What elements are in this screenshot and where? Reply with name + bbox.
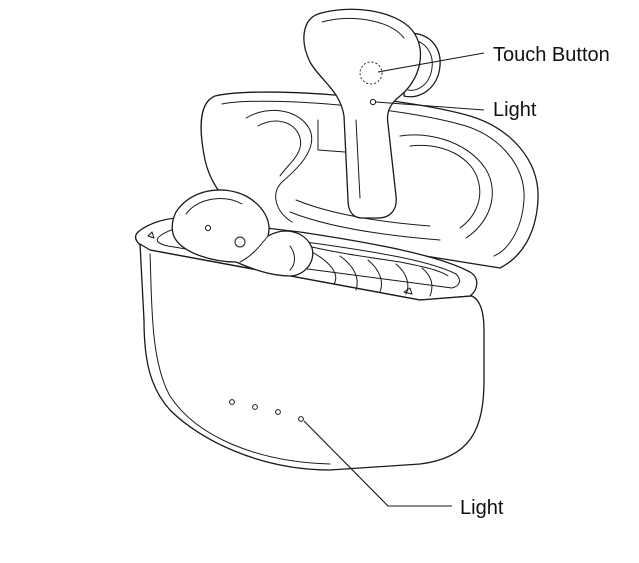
callout-light-case: Light bbox=[460, 497, 504, 519]
earbud-docked bbox=[171, 189, 314, 277]
docked-earbud-button-icon bbox=[234, 236, 246, 248]
case-light-dot-1 bbox=[229, 399, 235, 405]
case-light-dot-4 bbox=[298, 416, 304, 422]
docked-earbud-light-icon bbox=[204, 224, 212, 232]
case-light-dot-3 bbox=[275, 409, 281, 415]
callout-light-earbud: Light bbox=[493, 99, 537, 121]
case-light-dot-2 bbox=[252, 404, 258, 410]
leader-touch-button bbox=[377, 52, 485, 73]
leader-light-bottom bbox=[303, 420, 452, 507]
touch-button-area bbox=[359, 61, 383, 85]
earbud-standing bbox=[303, 8, 441, 219]
callout-touch-button: Touch Button bbox=[493, 44, 610, 66]
earbud-light-icon bbox=[369, 98, 377, 106]
leader-light-top bbox=[375, 101, 485, 111]
